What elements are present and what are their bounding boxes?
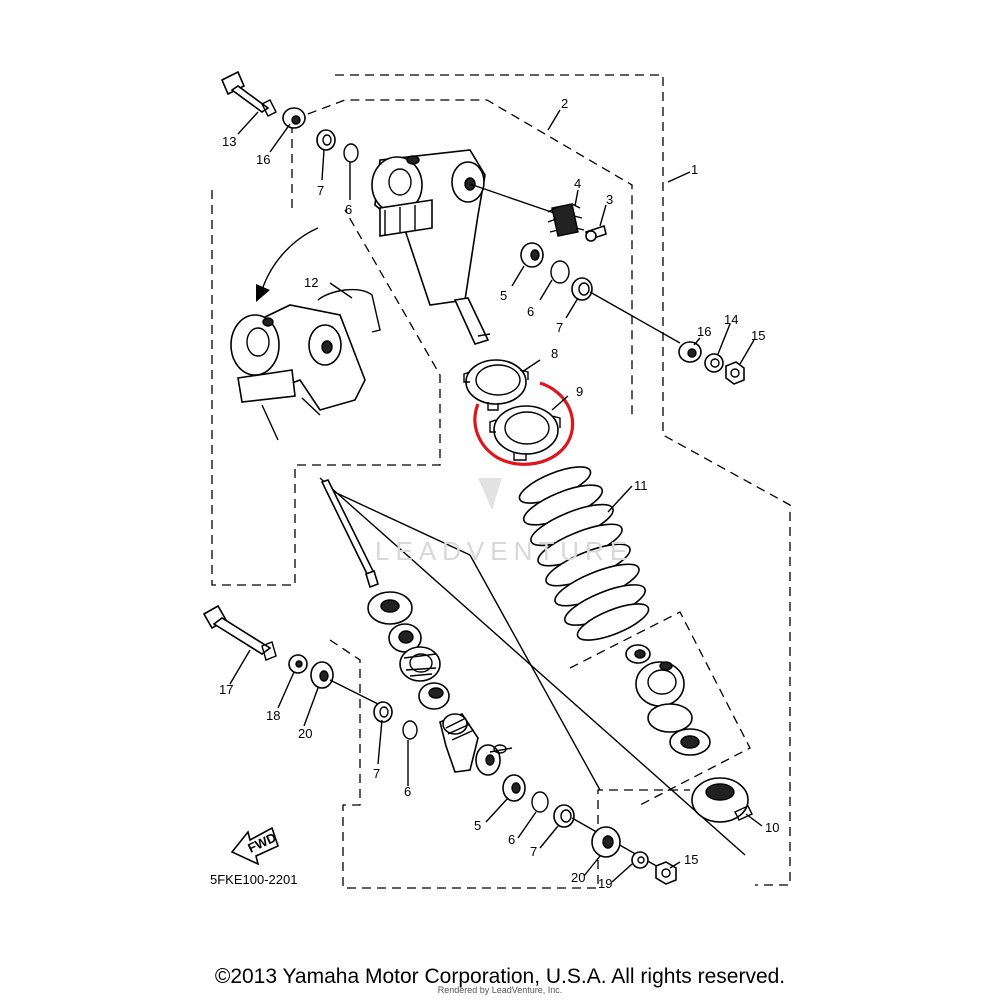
lock-nut-8 bbox=[463, 359, 529, 411]
diagram-code: 5FKE100-2201 bbox=[210, 872, 297, 887]
bushing-7-lower-left bbox=[373, 701, 393, 723]
rendered-by-notice: Rendered by LeadVenture, Inc. bbox=[437, 985, 563, 995]
spring-11 bbox=[518, 466, 650, 641]
rotation-arrow bbox=[261, 227, 319, 291]
washer-18 bbox=[288, 654, 308, 674]
washer-14 bbox=[704, 353, 724, 373]
callout-9: 9 bbox=[576, 384, 583, 399]
watermark-logo: LEADVENTURE bbox=[375, 478, 633, 566]
callout-16-right: 16 bbox=[697, 324, 711, 339]
callout-5-upper: 5 bbox=[500, 288, 507, 303]
callout-7-top: 7 bbox=[317, 183, 324, 198]
callout-1: 1 bbox=[691, 162, 698, 177]
assembly-line-c bbox=[469, 554, 601, 791]
lower-bearing-stack bbox=[367, 591, 450, 710]
group-1-outline bbox=[335, 74, 791, 886]
nut-15-lower bbox=[655, 861, 677, 885]
bushing-7-top bbox=[316, 129, 336, 151]
rotation-arrow-head bbox=[256, 284, 270, 302]
fwd-arrow-icon: FWD bbox=[230, 826, 279, 866]
collar-5-upper bbox=[520, 242, 544, 268]
callout-15-lower: 15 bbox=[684, 852, 698, 867]
callout-7-lower: 7 bbox=[530, 844, 537, 859]
copyright-notice: ©2013 Yamaha Motor Corporation, U.S.A. A… bbox=[214, 965, 786, 988]
group-2-outline bbox=[291, 99, 633, 420]
shock-absorber bbox=[371, 149, 491, 345]
callout-13: 13 bbox=[222, 134, 236, 149]
callout-6-lower: 6 bbox=[508, 832, 515, 847]
assembly-line-b bbox=[329, 489, 471, 556]
collar-20-left bbox=[310, 661, 334, 689]
callout-12: 12 bbox=[304, 275, 318, 290]
adjuster-knob-4 bbox=[547, 203, 585, 237]
bushing-7-lower bbox=[553, 804, 575, 828]
callout-15-right: 15 bbox=[751, 328, 765, 343]
leader-lines bbox=[229, 109, 763, 883]
bolt-13 bbox=[220, 70, 277, 117]
watermark-text: LEADVENTURE bbox=[375, 536, 633, 566]
callout-6-top: 6 bbox=[345, 202, 352, 217]
spring-seat-group-outline bbox=[569, 611, 751, 806]
callout-18: 18 bbox=[266, 708, 280, 723]
callout-11: 11 bbox=[634, 478, 648, 493]
bushing-7-upper bbox=[571, 277, 593, 301]
bolt-17 bbox=[202, 604, 277, 661]
assembly-line-a bbox=[319, 477, 746, 856]
callout-6-upper: 6 bbox=[527, 304, 534, 319]
circlip-6-upper bbox=[550, 260, 570, 284]
lower-left-axis-line bbox=[329, 679, 381, 706]
callout-10: 10 bbox=[765, 820, 779, 835]
callout-17: 17 bbox=[219, 682, 233, 697]
pushrod bbox=[320, 479, 379, 589]
circlip-6-lower-left bbox=[402, 720, 418, 740]
washer-16-right bbox=[678, 341, 702, 363]
callout-16-top: 16 bbox=[256, 152, 270, 167]
nut-15-right bbox=[725, 361, 745, 385]
callout-8: 8 bbox=[551, 346, 558, 361]
callout-19: 19 bbox=[598, 876, 612, 891]
washer-16-top bbox=[282, 107, 306, 129]
pivot-axis-line bbox=[469, 183, 561, 216]
lower-pivot-axis-line bbox=[589, 291, 681, 344]
lock-nut-9 bbox=[489, 405, 561, 461]
lower-eye-clevis bbox=[439, 713, 513, 776]
callout-20-left: 20 bbox=[298, 726, 312, 741]
callout-labels: 1 2 3 4 5 6 6 7 7 8 9 10 11 12 13 14 15 … bbox=[219, 96, 779, 891]
callout-7-upper: 7 bbox=[556, 320, 563, 335]
callout-2: 2 bbox=[561, 96, 568, 111]
spring-retainer-10 bbox=[691, 777, 753, 823]
part-9-highlight-circle bbox=[473, 381, 575, 466]
collar-20-lower bbox=[591, 826, 621, 858]
callout-3: 3 bbox=[606, 192, 613, 207]
callout-7-lower-left: 7 bbox=[373, 766, 380, 781]
callout-20-lower: 20 bbox=[571, 870, 585, 885]
lower-group-outline bbox=[329, 639, 690, 889]
circlip-6-top bbox=[343, 143, 359, 163]
callout-5-lower: 5 bbox=[474, 818, 481, 833]
inset-shock-view bbox=[230, 288, 381, 441]
callout-4: 4 bbox=[574, 176, 581, 191]
screw-3 bbox=[585, 224, 607, 242]
group-12-outline bbox=[211, 190, 441, 586]
spring-seat-stack bbox=[625, 644, 711, 756]
washer-19 bbox=[631, 851, 649, 869]
collar-5-lower bbox=[502, 774, 526, 802]
callout-6-lower-left: 6 bbox=[404, 784, 411, 799]
callout-14: 14 bbox=[724, 312, 738, 327]
circlip-6-lower bbox=[531, 791, 549, 813]
